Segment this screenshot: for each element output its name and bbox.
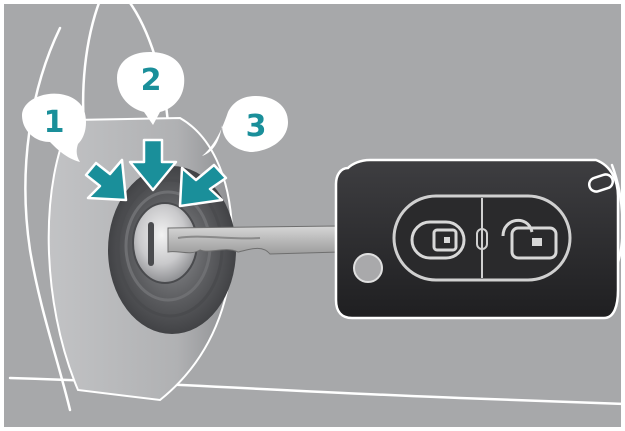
fold-button-icon bbox=[354, 254, 382, 282]
callout-2-number: 2 bbox=[141, 63, 162, 98]
callout-1-number: 1 bbox=[44, 105, 65, 140]
remote-fob-icon bbox=[336, 160, 618, 318]
callout-3-number: 3 bbox=[246, 109, 267, 144]
